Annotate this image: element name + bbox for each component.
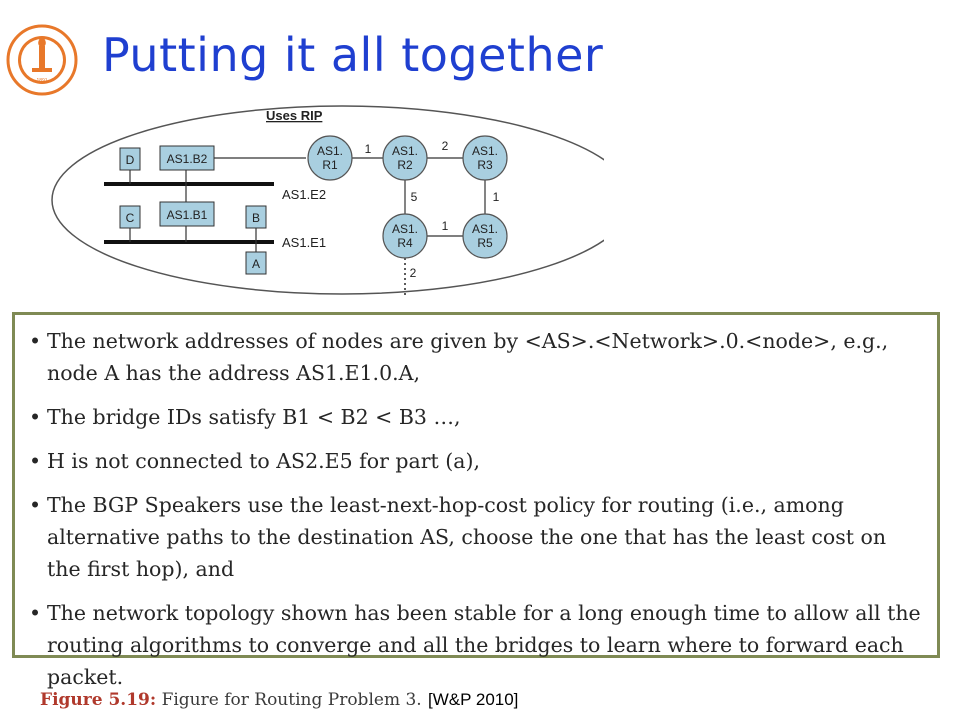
- host-d: D: [119, 147, 141, 171]
- router-r3-line1: AS1.: [472, 144, 498, 158]
- network-diagram: Uses RIP AS1.E2 AS1.E1 D AS1.B2 C AS1.B1…: [51, 105, 604, 298]
- slide-title: Putting it all together: [102, 28, 604, 82]
- router-r1-line2: R1: [322, 158, 338, 172]
- router-r3-line2: R3: [477, 158, 493, 172]
- router-r4: AS1. R4: [382, 213, 428, 259]
- assumptions-list: The network addresses of nodes are given…: [15, 315, 937, 693]
- router-r4-line2: R4: [397, 236, 413, 250]
- cost-r1-r2: 1: [365, 142, 372, 156]
- router-r1: AS1. R1: [307, 135, 353, 181]
- cost-r2-r3: 2: [442, 139, 449, 153]
- host-c-label: C: [126, 211, 135, 225]
- router-r3: AS1. R3: [462, 135, 508, 181]
- router-r2: AS1. R2: [382, 135, 428, 181]
- citation: [W&P 2010]: [428, 690, 519, 709]
- host-a: A: [245, 251, 267, 275]
- bridge-b2-label: AS1.B2: [167, 152, 208, 166]
- router-r5: AS1. R5: [462, 213, 508, 259]
- assumption-item: The bridge IDs satisfy B1 < B2 < B3 …,: [29, 401, 923, 433]
- cost-r3-r5: 1: [493, 190, 500, 204]
- logo-year: 1891: [36, 78, 47, 84]
- host-c: C: [119, 205, 141, 229]
- network-e1-label: AS1.E1: [282, 235, 326, 250]
- cost-r4-external: 2: [410, 266, 417, 280]
- figure-number: Figure 5.19:: [40, 690, 157, 710]
- assumption-item: The BGP Speakers use the least-next-hop-…: [29, 489, 923, 585]
- router-r2-line1: AS1.: [392, 144, 418, 158]
- assumption-item: The network topology shown has been stab…: [29, 597, 923, 693]
- router-r5-line2: R5: [477, 236, 493, 250]
- host-b-label: B: [252, 211, 260, 225]
- bridge-b1: AS1.B1: [159, 201, 215, 227]
- host-a-label: A: [252, 257, 260, 271]
- figure-caption-text: Figure for Routing Problem 3.: [161, 690, 422, 710]
- cost-r2-r4: 5: [411, 190, 418, 204]
- router-r1-line1: AS1.: [317, 144, 343, 158]
- assumption-item: H is not connected to AS2.E5 for part (a…: [29, 445, 923, 477]
- caltech-seal-logo: 1891: [6, 24, 78, 96]
- router-r5-line1: AS1.: [472, 222, 498, 236]
- bridge-b1-label: AS1.B1: [167, 208, 208, 222]
- bridge-b2: AS1.B2: [159, 145, 215, 171]
- network-e2-label: AS1.E2: [282, 187, 326, 202]
- cost-r4-r5: 1: [442, 219, 449, 233]
- rip-label: Uses RIP: [266, 108, 323, 123]
- host-d-label: D: [126, 153, 135, 167]
- router-r2-line2: R2: [397, 158, 413, 172]
- host-b: B: [245, 205, 267, 229]
- router-r4-line1: AS1.: [392, 222, 418, 236]
- assumptions-box: The network addresses of nodes are given…: [12, 312, 940, 689]
- assumption-item: The network addresses of nodes are given…: [29, 325, 923, 389]
- rip-domain-ellipse: [51, 105, 604, 295]
- figure-caption: Figure 5.19: Figure for Routing Problem …: [40, 690, 422, 710]
